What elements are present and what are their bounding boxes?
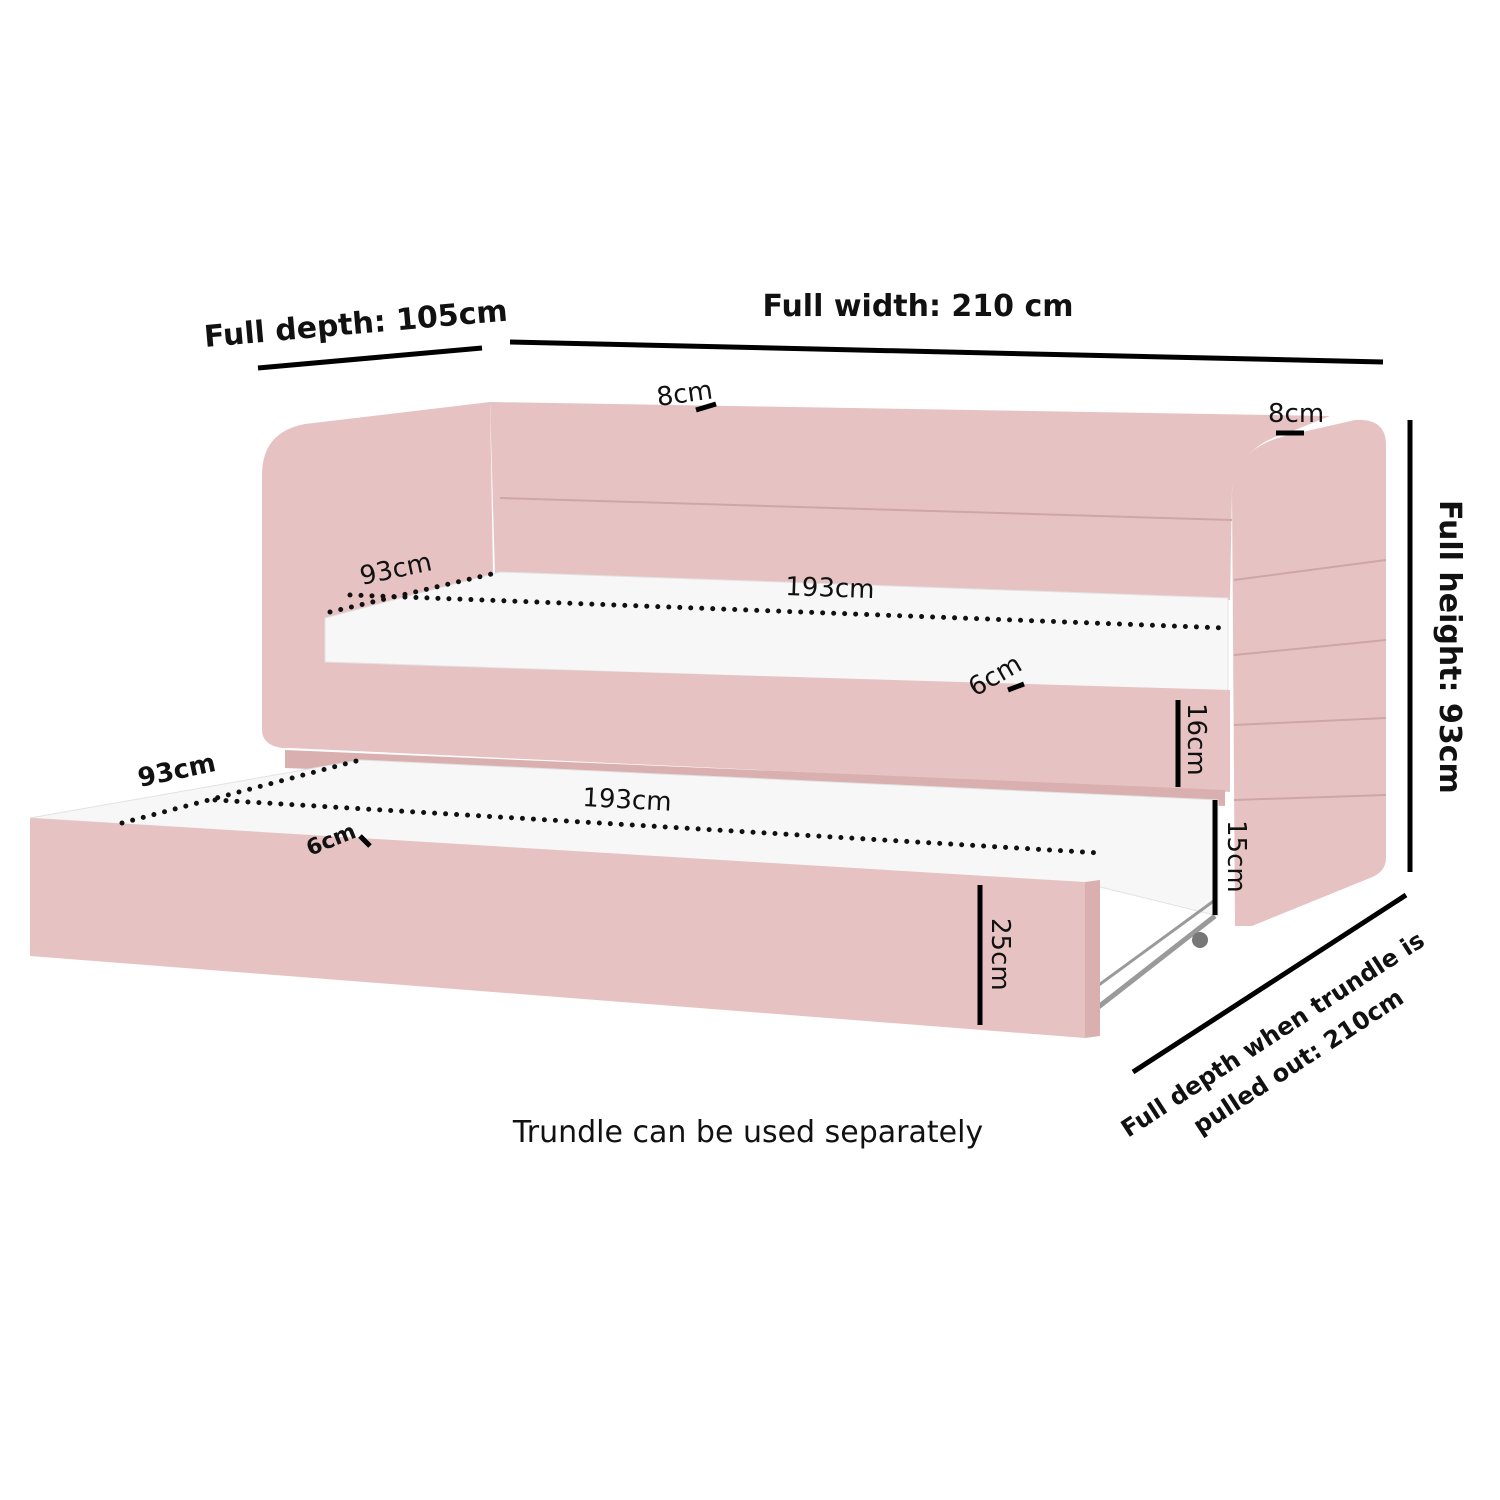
upper-depth-dotted bbox=[327, 569, 503, 615]
upper-length-label: 193cm bbox=[785, 572, 875, 605]
trundle-front-panel bbox=[30, 818, 1085, 1038]
arm-channel bbox=[1233, 559, 1387, 581]
lower-mattress-height-label: 15cm bbox=[1221, 820, 1251, 893]
upper-length-dotted bbox=[347, 592, 1228, 631]
backrest bbox=[490, 402, 1330, 600]
lower-length-dotted bbox=[212, 797, 1103, 856]
daybed-illustration bbox=[29, 402, 1387, 1038]
arm-channel bbox=[1233, 639, 1387, 656]
upper-gap-tick bbox=[1007, 681, 1025, 693]
trundle-side-panel bbox=[1085, 880, 1100, 1038]
measurement-lines bbox=[119, 339, 1413, 1075]
lower-length-label: 193cm bbox=[582, 783, 673, 818]
full-height-label: Full height: 93cm bbox=[1432, 500, 1467, 794]
arm-thickness-label: 8cm bbox=[1268, 399, 1324, 429]
full-depth-line bbox=[257, 345, 483, 371]
backrest-thickness-tick bbox=[695, 401, 717, 413]
lower-depth-dotted bbox=[119, 757, 363, 826]
upper-front-rail bbox=[290, 662, 1230, 792]
trundle-height-label: 25cm bbox=[985, 918, 1015, 991]
trundle-note: Trundle can be used separately bbox=[512, 1115, 983, 1150]
full-width-label: Full width: 210 cm bbox=[762, 289, 1073, 324]
pulled-out-depth-line bbox=[1131, 892, 1408, 1075]
right-arm bbox=[1232, 419, 1386, 926]
lower-gap-tick bbox=[358, 834, 372, 848]
full-width-line bbox=[509, 339, 1384, 365]
backrest-channel bbox=[499, 497, 1233, 521]
upper-rail-height-label: 16cm bbox=[1181, 703, 1211, 776]
arm-channel bbox=[1233, 794, 1387, 801]
full-depth-label: Full depth: 105cm bbox=[203, 294, 509, 355]
arm-channel bbox=[1233, 717, 1387, 726]
trundle-metal-frame bbox=[1090, 898, 1217, 1014]
